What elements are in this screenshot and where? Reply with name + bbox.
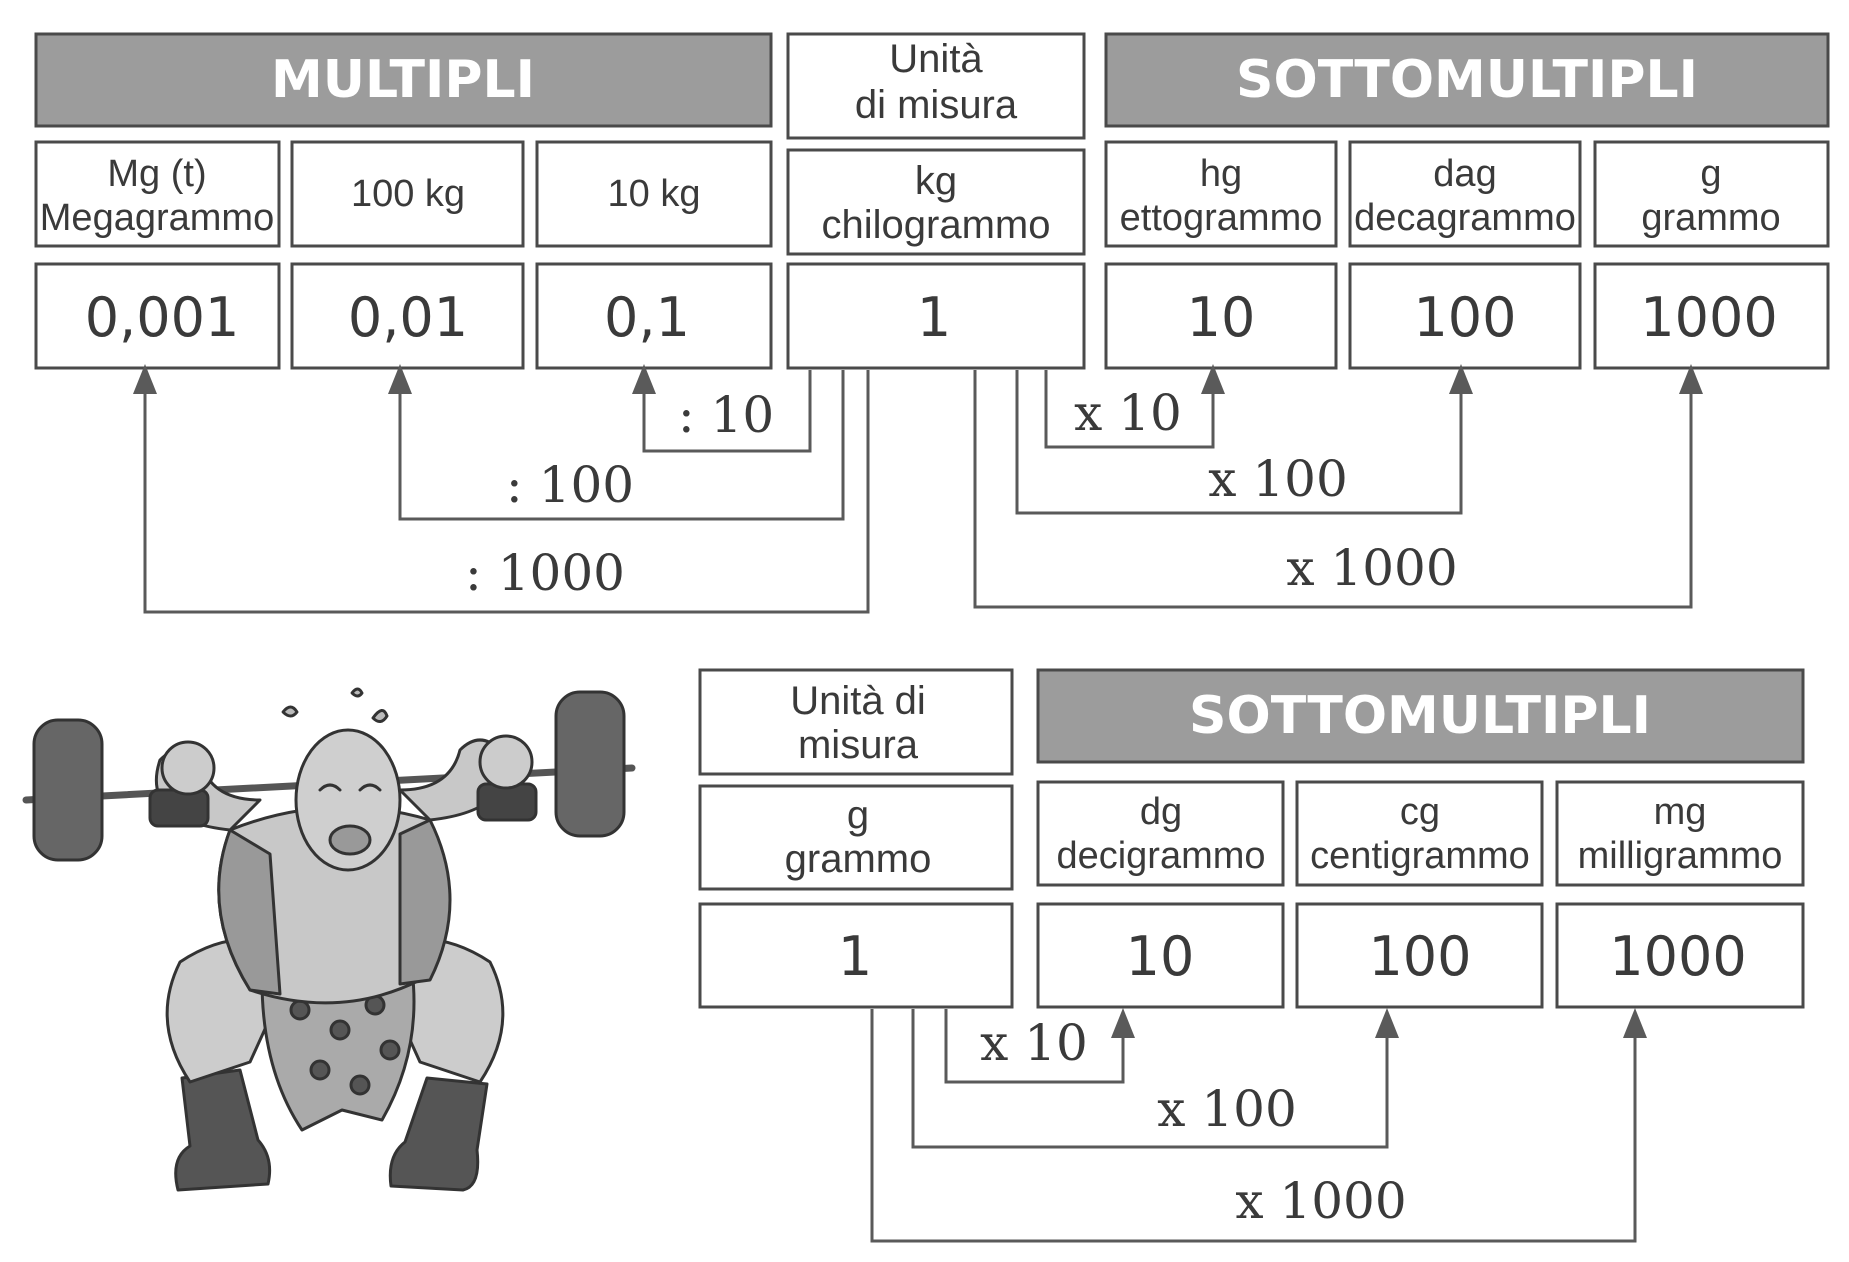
- arrowhead: [1623, 1008, 1647, 1038]
- sottomultipli-header-bottom: [1036, 668, 1805, 764]
- unit-name: grammo: [1641, 197, 1780, 239]
- unit-name: grammo: [785, 837, 932, 881]
- sottomultipli-header-top-label: SOTTOMULTIPLI: [1236, 50, 1698, 110]
- unit-name: centigrammo: [1310, 835, 1530, 877]
- arrow-mul-10: [1044, 370, 1215, 449]
- unit-name: 100 kg: [351, 173, 465, 215]
- value: 100: [1368, 925, 1471, 988]
- unit-cell-chilogrammo: [786, 148, 1086, 256]
- value: 100: [1413, 286, 1516, 349]
- op-mul-10-bottom: x 10: [980, 1014, 1088, 1072]
- value-cell-megagrammo: [34, 262, 281, 370]
- unit-name: ettogrammo: [1120, 197, 1323, 239]
- weightlifter-illustration: [22, 687, 636, 1192]
- unit-cell-megagrammo: [34, 140, 281, 248]
- value-cell-10kg: [535, 262, 773, 370]
- unit-header-bottom-line1: Unità di: [790, 679, 926, 723]
- op-div-100: : 100: [506, 456, 634, 514]
- unit-name: 10 kg: [608, 173, 701, 215]
- unit-cell-100kg: [290, 140, 525, 248]
- arrow-div-1000: [143, 370, 870, 614]
- value: 0,001: [85, 286, 240, 349]
- value-cell-chilogrammo: [786, 262, 1086, 370]
- unit-header-bottom: [698, 668, 1014, 776]
- unit-symbol: mg: [1654, 791, 1707, 833]
- op-mul-10: x 10: [1074, 384, 1182, 442]
- multipli-header-label: MULTIPLI: [271, 50, 535, 110]
- arrow-mul-10-bottom: [944, 1009, 1125, 1084]
- unit-name: decigrammo: [1056, 835, 1265, 877]
- unit-symbol: g: [847, 793, 869, 837]
- sottomultipli-header-top: [1104, 32, 1830, 128]
- value-cell-100kg: [290, 262, 525, 370]
- arrowhead: [1111, 1008, 1135, 1038]
- op-mul-1000: x 1000: [1286, 539, 1457, 597]
- value-cell-centigrammo: [1295, 902, 1544, 1009]
- sottomultipli-header-bottom-label: SOTTOMULTIPLI: [1189, 686, 1651, 746]
- arrow-mul-100-bottom: [911, 1009, 1389, 1149]
- unit-cell-grammo-bottom: [698, 784, 1014, 891]
- value: 10: [1187, 286, 1256, 349]
- unit-symbol: dag: [1433, 153, 1496, 195]
- unit-name: Megagrammo: [40, 197, 274, 239]
- arrowhead: [1679, 364, 1703, 394]
- unit-name: milligrammo: [1578, 835, 1783, 877]
- unit-symbol: dg: [1140, 791, 1182, 833]
- value: 1000: [1640, 286, 1777, 349]
- value: 10: [1126, 925, 1195, 988]
- value: 1: [838, 925, 872, 988]
- unit-symbol: g: [1700, 153, 1721, 195]
- value-cell-decigrammo: [1036, 902, 1285, 1009]
- unit-name: chilogrammo: [822, 203, 1051, 247]
- arrow-div-100: [398, 370, 845, 521]
- value: 1: [917, 286, 951, 349]
- value: 1000: [1609, 925, 1746, 988]
- unit-header-bottom-line2: misura: [798, 723, 919, 767]
- arrowhead: [1201, 364, 1225, 394]
- value-cell-decagrammo: [1348, 262, 1582, 370]
- unit-header-top: [786, 32, 1086, 140]
- op-mul-100-bottom: x 100: [1157, 1080, 1297, 1138]
- unit-cell-decigrammo: [1036, 780, 1285, 887]
- multipli-header: [34, 32, 773, 128]
- op-mul-1000-bottom: x 1000: [1235, 1172, 1406, 1230]
- arrowhead: [1449, 364, 1473, 394]
- arrowhead: [1375, 1008, 1399, 1038]
- value: 0,1: [604, 286, 690, 349]
- arrow-div-10: [642, 370, 812, 453]
- unit-cell-decagrammo: [1348, 140, 1582, 248]
- value-cell-grammo-bottom: [698, 902, 1014, 1009]
- unit-cell-centigrammo: [1295, 780, 1544, 887]
- unit-cell-milligrammo: [1555, 780, 1805, 887]
- arrow-mul-1000-bottom: [870, 1009, 1637, 1243]
- unit-cell-grammo: [1593, 140, 1830, 248]
- unit-header-top-line1: Unità: [889, 37, 983, 81]
- value-cell-milligrammo: [1555, 902, 1805, 1009]
- arrow-mul-100: [1015, 370, 1463, 515]
- arrow-mul-1000: [973, 370, 1693, 609]
- unit-symbol: kg: [915, 159, 957, 203]
- value-cell-ettogrammo: [1104, 262, 1338, 370]
- unit-symbol: hg: [1200, 153, 1242, 195]
- unit-cell-10kg: [535, 140, 773, 248]
- value-cell-grammo: [1593, 262, 1830, 370]
- op-div-1000: : 1000: [465, 544, 625, 602]
- unit-header-top-line2: di misura: [855, 83, 1018, 127]
- unit-cell-ettogrammo: [1104, 140, 1338, 248]
- unit-symbol: Mg (t): [107, 153, 206, 195]
- arrowhead: [632, 364, 656, 394]
- arrowhead: [133, 364, 157, 394]
- arrowhead: [388, 364, 412, 394]
- unit-name: decagrammo: [1354, 197, 1576, 239]
- value: 0,01: [348, 286, 468, 349]
- op-div-10: : 10: [678, 386, 774, 444]
- op-mul-100: x 100: [1208, 450, 1348, 508]
- unit-symbol: cg: [1400, 791, 1440, 833]
